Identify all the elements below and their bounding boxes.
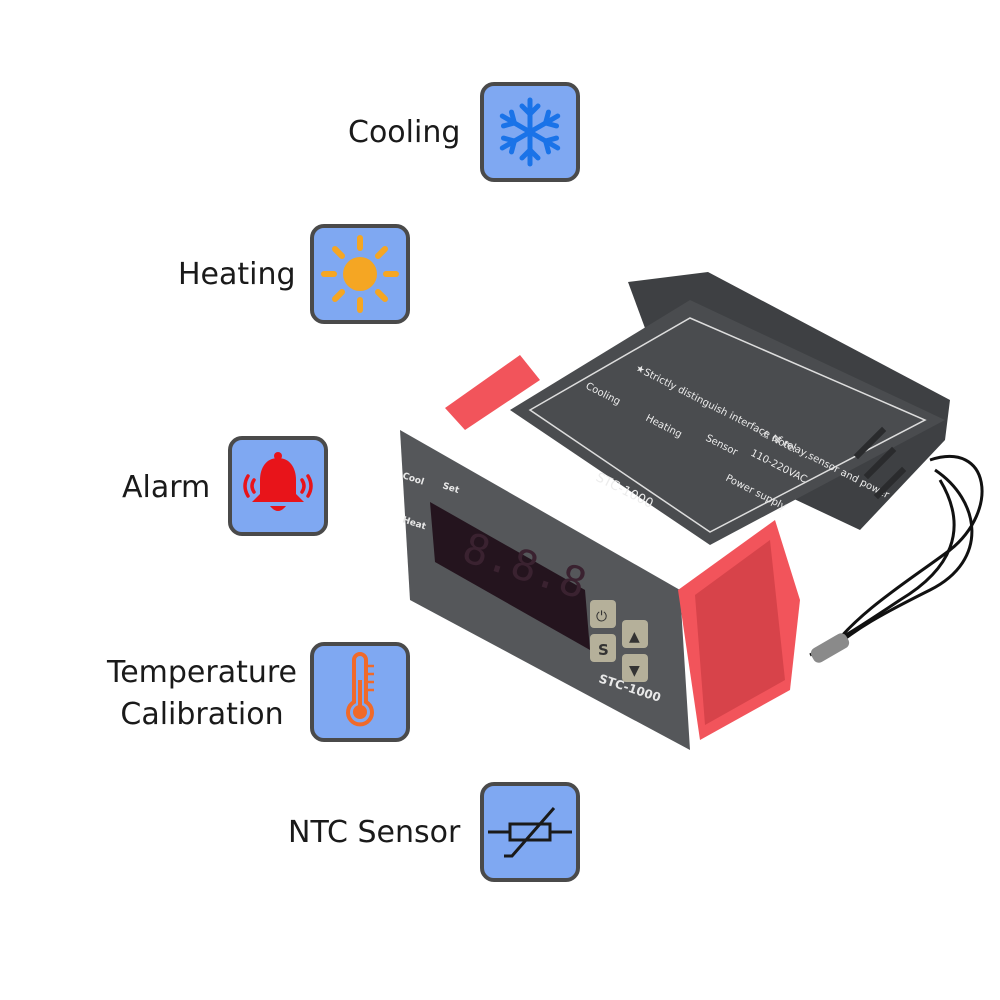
up-arrow-icon: ▲ [629, 629, 640, 645]
button-set[interactable]: S [590, 634, 616, 662]
heating-tile [310, 224, 410, 324]
sun-icon [321, 235, 399, 313]
button-power[interactable]: ⏻ [590, 600, 616, 628]
feature-label-temperature-calibration: Temperature Calibration [100, 652, 304, 736]
thermometer-icon [346, 652, 374, 727]
ntc-sensor-tile [480, 782, 580, 882]
led-display [430, 502, 590, 650]
feature-label-line-1: Temperature [106, 655, 298, 690]
snowflake-icon [499, 97, 561, 167]
button-up[interactable]: ▲ [622, 620, 648, 648]
down-arrow-icon: ▼ [629, 663, 640, 679]
feature-label-alarm: Alarm [122, 470, 211, 505]
bell-icon [243, 452, 313, 511]
feature-label-cooling: Cooling [348, 115, 461, 150]
set-button-label: S [598, 641, 609, 659]
cooling-tile [480, 82, 580, 182]
calibration-tile [310, 642, 410, 742]
stc-1000-controller: ★Strictly distinguish interface of relay… [400, 272, 984, 750]
alarm-tile [228, 436, 328, 536]
feature-label-ntc-sensor: NTC Sensor [288, 815, 461, 850]
feature-label-line-2: Calibration [120, 697, 284, 732]
power-icon: ⏻ [596, 609, 607, 625]
feature-label-heating: Heating [178, 257, 296, 292]
ntc-probe [810, 633, 850, 663]
thermistor-icon [488, 807, 572, 858]
wiring-label-panel [510, 300, 945, 545]
side-vents [853, 426, 907, 500]
mounting-clip-top [445, 355, 540, 430]
button-down[interactable]: ▼ [622, 654, 648, 682]
